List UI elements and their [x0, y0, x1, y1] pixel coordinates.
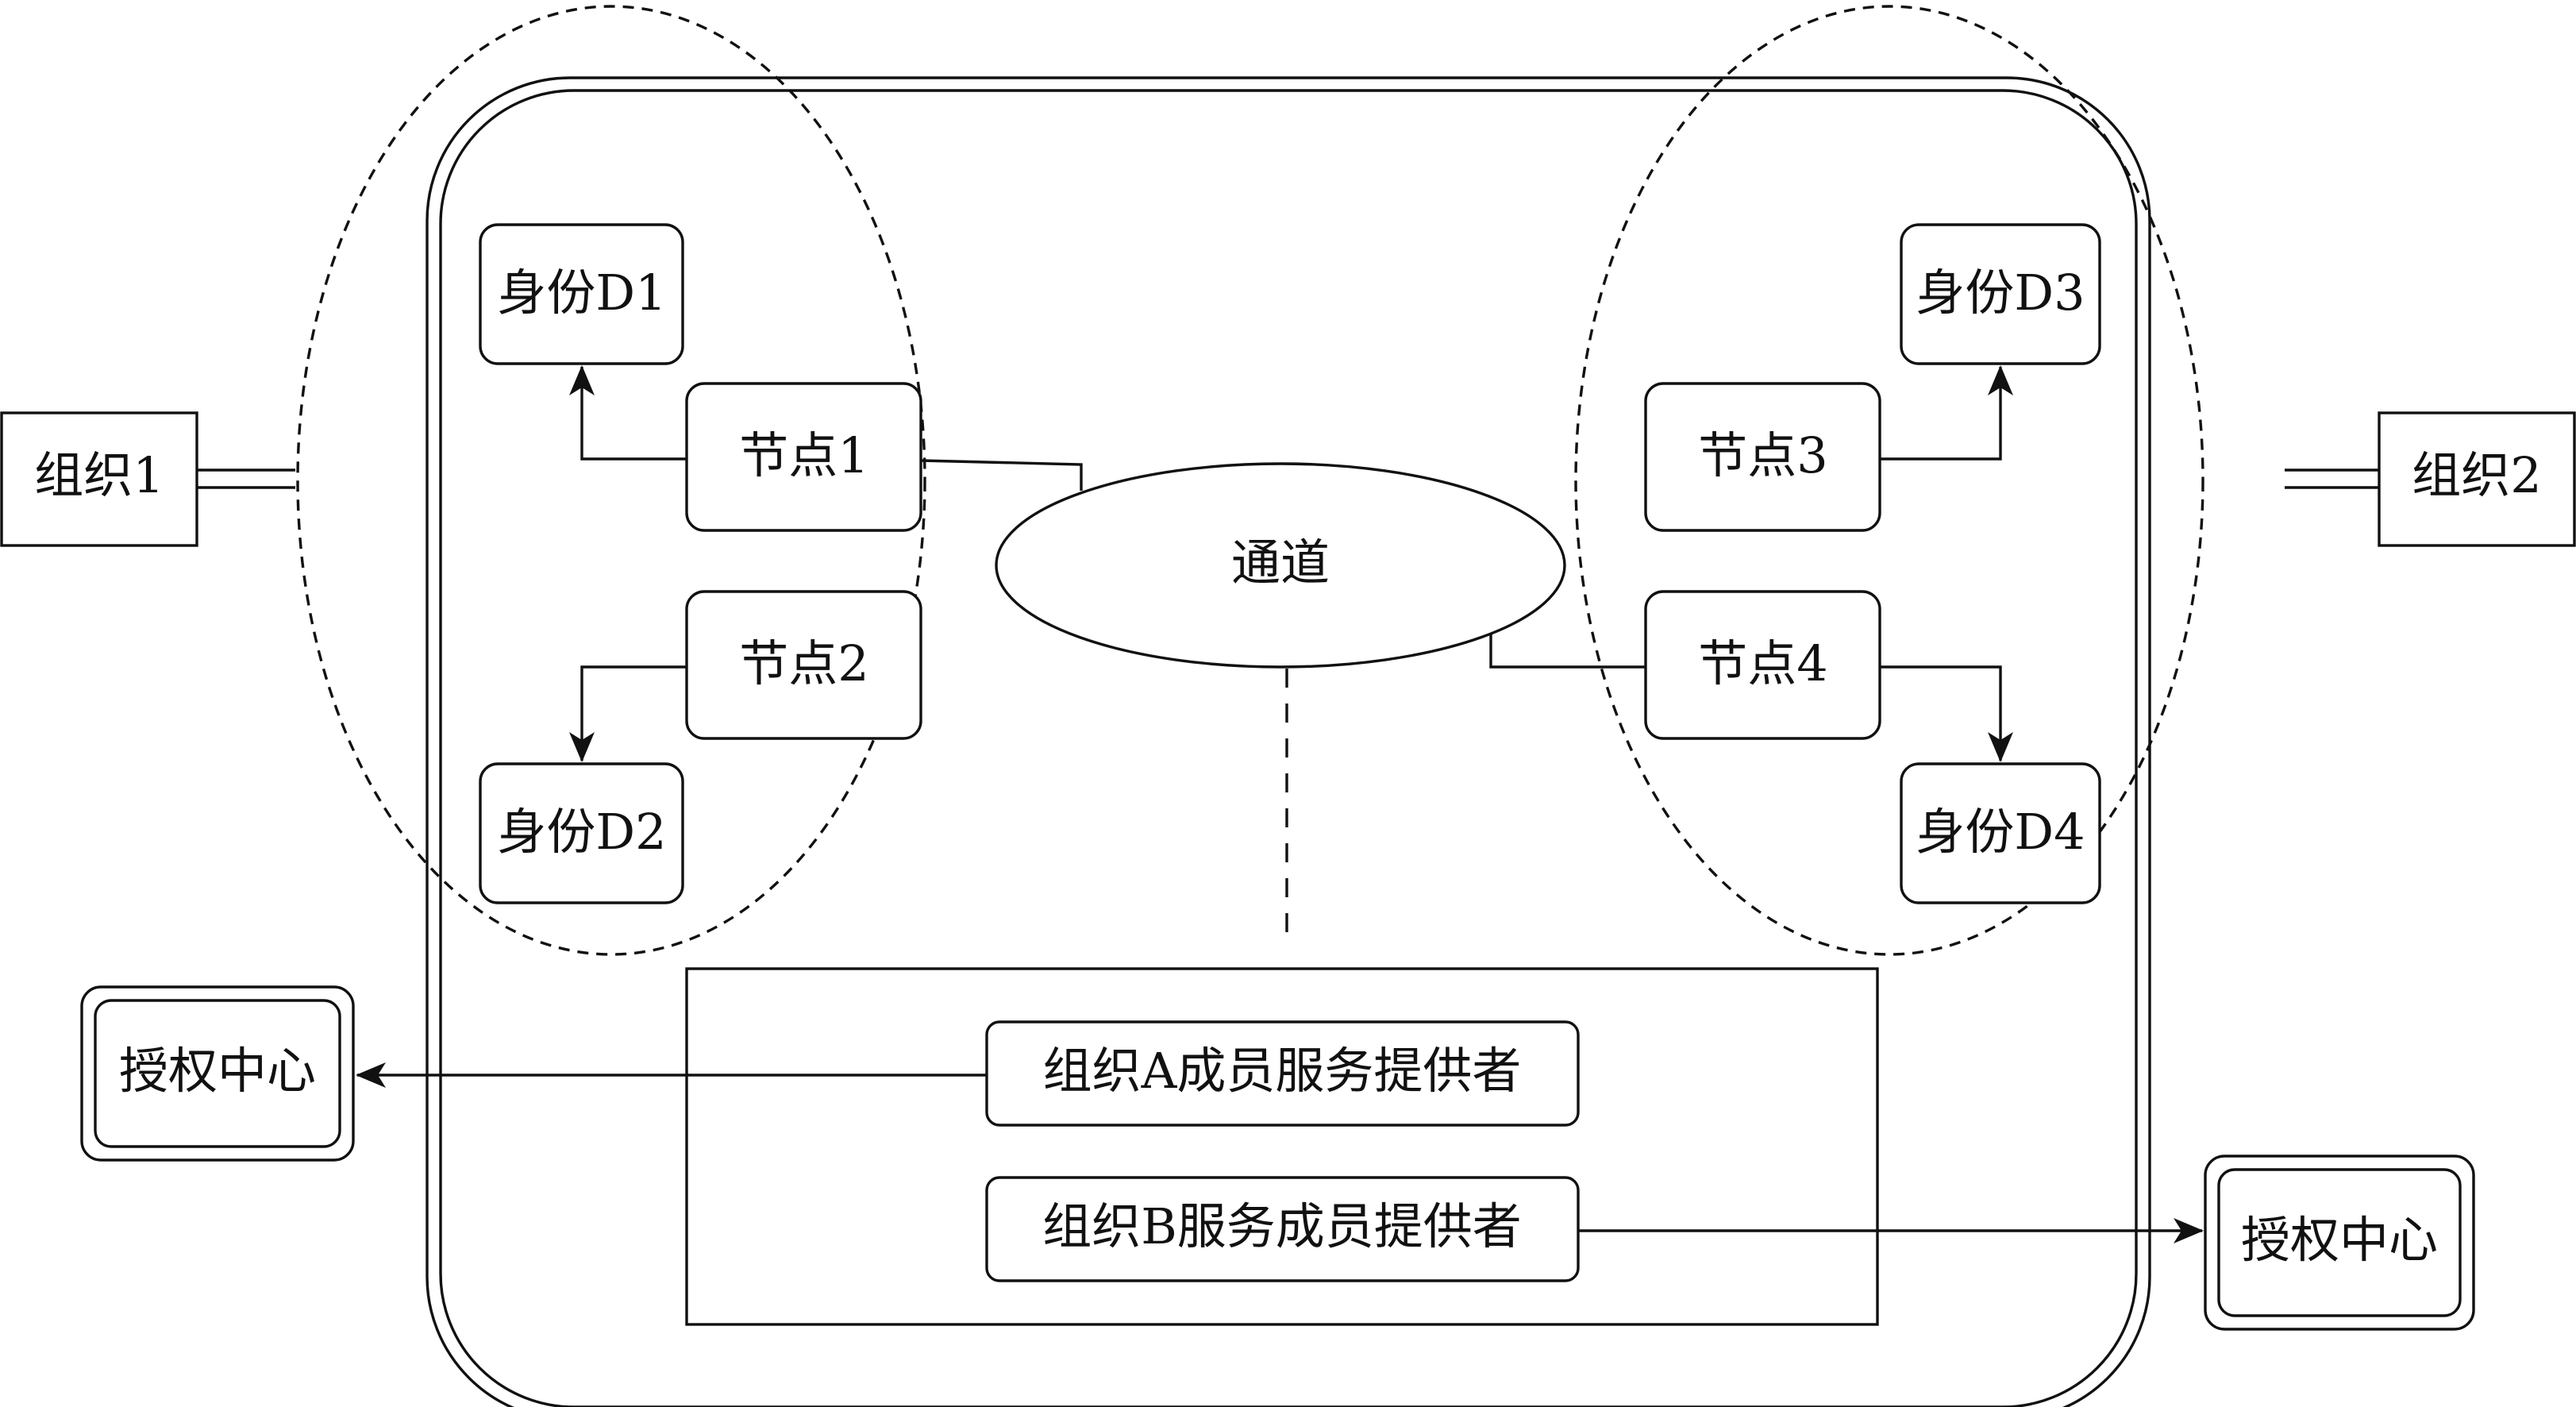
msp-a-box [985, 1020, 1580, 1127]
arrow-node1-to-d1 [569, 365, 687, 461]
identity-d2-box [479, 762, 684, 904]
org2-link [2285, 468, 2379, 489]
identity-d4-label: 身份D4 [1916, 803, 2085, 861]
identity-d2-label: 身份D2 [497, 803, 666, 861]
org1-box [0, 411, 198, 547]
ca-left-label: 授权中心 [119, 1042, 316, 1100]
node-1-box [685, 382, 922, 532]
arrow-node2-to-d2 [569, 665, 687, 762]
node-3-box [1644, 382, 1881, 532]
arrow-node4-to-d4 [1880, 665, 2013, 762]
node-4-box [1644, 590, 1881, 740]
connector-node4-channel [1489, 629, 1646, 669]
node-2-label: 节点2 [739, 634, 868, 692]
node-3-label: 节点3 [1698, 426, 1827, 484]
ca-right-label: 授权中心 [2241, 1211, 2438, 1269]
msp-a-label: 组织A成员服务提供者 [1043, 1042, 1522, 1100]
ca-left-box [80, 985, 355, 1162]
channel-label: 通道 [1231, 534, 1330, 592]
arrow-node3-to-d3 [1880, 365, 2013, 461]
channel-ellipse [995, 462, 1566, 669]
identity-d4-box [1900, 762, 2101, 904]
org1-label: 组织1 [34, 446, 164, 504]
org2-scope-ellipse [1574, 5, 2204, 956]
msp-b-box [985, 1176, 1580, 1282]
identity-d1-box [479, 223, 684, 365]
ca-right-box [2204, 1155, 2475, 1331]
org1-scope-ellipse [296, 5, 926, 956]
network-boundary [425, 76, 2151, 1407]
org1-link [197, 468, 295, 489]
identity-d1-label: 身份D1 [497, 264, 666, 322]
identity-d3-label: 身份D3 [1916, 264, 2085, 322]
node-2-box [685, 590, 922, 740]
connector-node1-channel [920, 459, 1083, 491]
identity-d3-box [1900, 223, 2101, 365]
org2-box [2378, 411, 2576, 547]
msp-b-label: 组织B服务成员提供者 [1042, 1197, 1522, 1255]
node-4-label: 节点4 [1698, 634, 1827, 692]
org2-label: 组织2 [2412, 446, 2541, 504]
node-1-label: 节点1 [739, 426, 868, 484]
